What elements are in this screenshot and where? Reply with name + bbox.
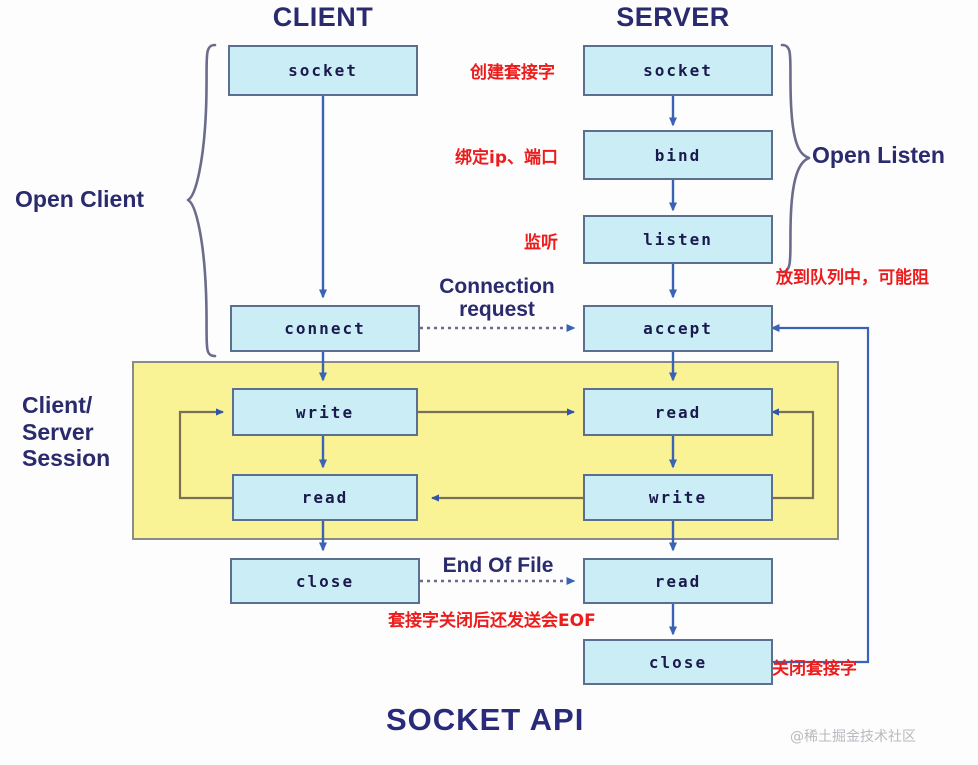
open-listen-brace [780, 43, 811, 274]
annotation-queue-may-block: 放到队列中，可能阻 [776, 268, 929, 288]
annotation-bind-ip-port: 绑定ip、端口 [455, 148, 558, 168]
column-heading-client: CLIENT [272, 2, 374, 32]
node-client-connect[interactable]: connect [230, 305, 420, 352]
node-server-close[interactable]: close [583, 639, 773, 685]
flow-label-connection-request: Connection request [439, 275, 555, 321]
group-label-client-server-session: Client/ Server Session [22, 392, 111, 472]
edge-server-write-loop-to-read [763, 408, 815, 500]
annotation-eof-after-close: 套接字关闭后还发送会EOF [388, 611, 596, 631]
open-client-brace [186, 43, 217, 358]
group-label-open-listen: Open Listen [812, 142, 945, 168]
node-server-read[interactable]: read [583, 388, 773, 436]
edge-server-close-back-to-accept [763, 324, 870, 664]
node-server-accept[interactable]: accept [583, 305, 773, 352]
node-server-write[interactable]: write [583, 474, 773, 521]
node-server-bind[interactable]: bind [583, 130, 773, 180]
node-server-read-2[interactable]: read [583, 558, 773, 604]
group-label-open-client: Open Client [15, 186, 145, 212]
annotation-listen: 监听 [524, 233, 558, 253]
node-server-listen[interactable]: listen [583, 215, 773, 264]
node-client-read[interactable]: read [232, 474, 418, 521]
column-heading-server: SERVER [616, 2, 730, 32]
node-client-write[interactable]: write [232, 388, 418, 436]
diagram-title: SOCKET API [386, 702, 585, 737]
node-client-close[interactable]: close [230, 558, 420, 604]
node-server-socket[interactable]: socket [583, 45, 773, 96]
watermark-label: @稀土掘金技术社区 [790, 729, 916, 745]
annotation-create-socket: 创建套接字 [470, 63, 555, 83]
node-client-socket[interactable]: socket [228, 45, 418, 96]
annotation-close-socket: 关闭套接字 [772, 659, 857, 679]
flow-label-end-of-file: End Of File [442, 554, 554, 577]
edge-client-read-loop-to-write [178, 408, 232, 500]
